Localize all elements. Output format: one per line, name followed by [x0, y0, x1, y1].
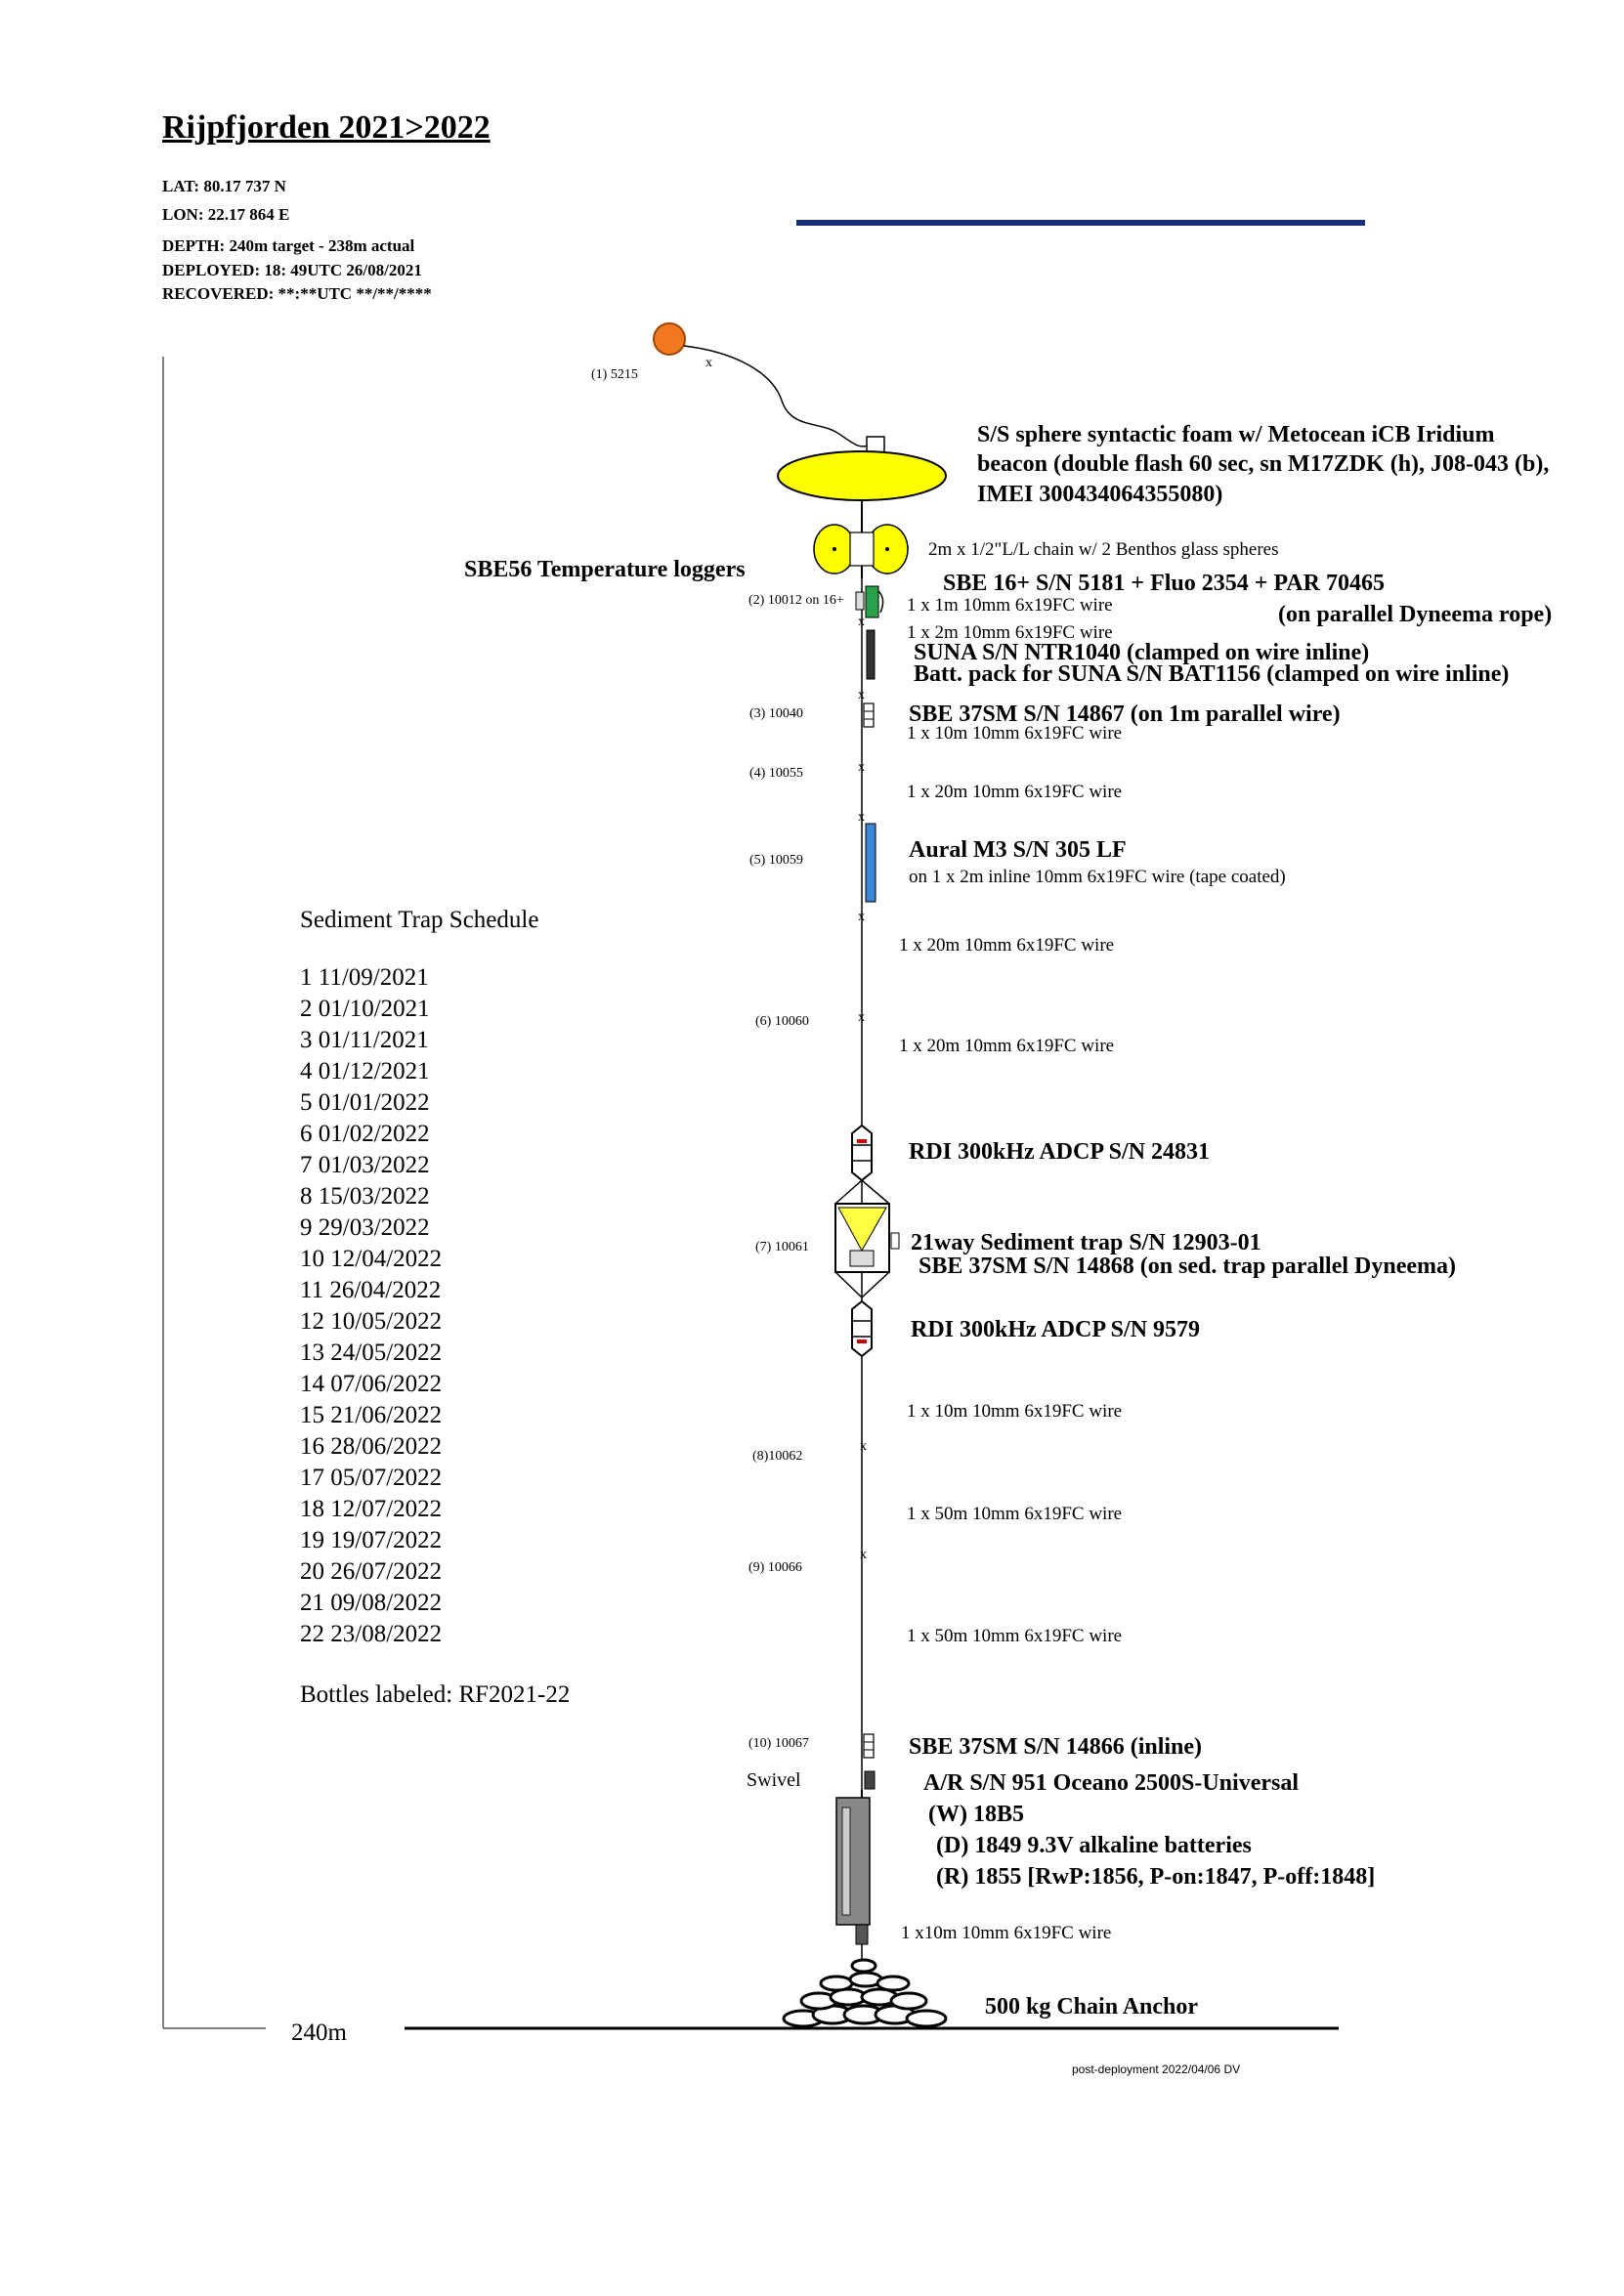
sbe16-label: SBE 16+ S/N 5181 + Fluo 2354 + PAR 70465 [943, 571, 1385, 596]
schedule-item: 5 01/01/2022 [300, 1089, 430, 1116]
adcp-9579-label: RDI 300kHz ADCP S/N 9579 [911, 1317, 1201, 1342]
schedule-item: 16 28/06/2022 [300, 1433, 443, 1460]
suna-icon [866, 629, 876, 680]
swivel-label: Swivel [747, 1769, 801, 1791]
schedule-item: 21 09/08/2022 [300, 1590, 443, 1616]
schedule-item: 3 01/11/2021 [300, 1027, 429, 1053]
schedule-item: 11 26/04/2022 [300, 1277, 442, 1303]
sbe37-14866-label: SBE 37SM S/N 14866 (inline) [909, 1734, 1203, 1760]
schedule-item: 17 05/07/2022 [300, 1465, 443, 1491]
wire-50m-label-a: 1 x 50m 10mm 6x19FC wire [907, 1504, 1123, 1524]
schedule-item: 20 26/07/2022 [300, 1558, 443, 1585]
sbe56-label: SBE56 Temperature loggers [464, 557, 746, 582]
syntactic-foam-sphere-icon [777, 450, 947, 501]
footer-note: post-deployment 2022/04/06 DV [1072, 2062, 1241, 2076]
sbe16-icon [865, 585, 879, 618]
sbe37-14867-label: SBE 37SM S/N 14867 (on 1m parallel wire) [909, 702, 1341, 727]
adcp-24831-icon [851, 1124, 873, 1182]
tag-5: (5) 10059 [749, 853, 803, 868]
schedule-item: 2 01/10/2021 [300, 996, 430, 1022]
schedule-item: 7 01/03/2022 [300, 1152, 430, 1178]
acoustic-release-icon [835, 1790, 871, 1945]
wire-10m-label-a: 1 x 10m 10mm 6x19FC wire [907, 723, 1123, 744]
adcp-9579-icon [851, 1299, 873, 1358]
sbe37-14868-label: SBE 37SM S/N 14868 (on sed. trap paralle… [919, 1254, 1457, 1279]
wire-50m-label-b: 1 x 50m 10mm 6x19FC wire [907, 1626, 1123, 1646]
wire-20m-label-a: 1 x 20m 10mm 6x19FC wire [907, 782, 1123, 802]
schedule-item: 4 01/12/2021 [300, 1058, 430, 1084]
wire-mark: x [858, 615, 865, 629]
schedule-title: Sediment Trap Schedule [300, 907, 539, 933]
suna-label: SUNA S/N NTR1040 (clamped on wire inline… [914, 640, 1370, 665]
dyneema-label: (on parallel Dyneema rope) [1278, 602, 1553, 627]
tag-7: (7) 10061 [755, 1240, 809, 1254]
schedule-item: 15 21/06/2022 [300, 1402, 443, 1428]
schedule-item: 22 23/08/2022 [300, 1621, 443, 1647]
wire-1m-label: 1 x 1m 10mm 6x19FC wire [907, 595, 1113, 616]
sbe37-14866-icon [863, 1733, 875, 1759]
beacon-tether [683, 345, 871, 447]
wire-mark: x [858, 810, 865, 825]
schedule-item: 8 15/03/2022 [300, 1183, 430, 1210]
chain-label: 2m x 1/2"L/L chain w/ 2 Benthos glass sp… [928, 539, 1279, 560]
tag-8: (8)10062 [752, 1449, 803, 1464]
deployed-info: DEPLOYED: 18: 49UTC 26/08/2021 [162, 261, 422, 279]
sphere-label-line2: beacon (double flash 60 sec, sn M17ZDK (… [977, 451, 1550, 477]
schedule-item: 10 12/04/2022 [300, 1246, 443, 1272]
longitude: LON: 22.17 864 E [162, 205, 290, 224]
wire-mark: x [705, 356, 712, 370]
recovered-info: RECOVERED: **:**UTC **/**/**** [162, 284, 432, 303]
depth-240m-label: 240m [291, 2020, 347, 2046]
tag-2: (2) 10012 on 16+ [748, 593, 844, 608]
schedule-item: 14 07/06/2022 [300, 1371, 443, 1397]
tag-1: (1) 5215 [591, 367, 638, 382]
tag-3: (3) 10040 [749, 706, 803, 721]
acoustic-release-label-3: (D) 1849 9.3V alkaline batteries [936, 1833, 1252, 1858]
schedule-item: 13 24/05/2022 [300, 1339, 443, 1366]
sediment-trap-icon [834, 1179, 900, 1298]
chain-anchor-icon [782, 1958, 948, 2028]
batt-label: Batt. pack for SUNA S/N BAT1156 (clamped… [914, 661, 1510, 687]
wire-20m-label-c: 1 x 20m 10mm 6x19FC wire [899, 1036, 1115, 1056]
sediment-trap-label: 21way Sediment trap S/N 12903-01 [911, 1230, 1261, 1255]
wire-mark: x [858, 688, 865, 702]
wire-2m-label: 1 x 2m 10mm 6x19FC wire [907, 622, 1113, 643]
depth-info: DEPTH: 240m target - 238m actual [162, 236, 415, 255]
wire-10m-label-b: 1 x 10m 10mm 6x19FC wire [907, 1401, 1123, 1422]
schedule-item: 9 29/03/2022 [300, 1214, 430, 1241]
acoustic-release-label-4: (R) 1855 [RwP:1856, P-on:1847, P-off:184… [936, 1864, 1376, 1890]
bottles-label: Bottles labeled: RF2021-22 [300, 1681, 571, 1708]
aural-sub-label: on 1 x 2m inline 10mm 6x19FC wire (tape … [909, 867, 1286, 887]
wire-mark: x [858, 910, 865, 924]
acoustic-release-label-1: A/R S/N 951 Oceano 2500S-Universal [923, 1770, 1299, 1796]
beacon-float-icon [653, 322, 686, 356]
wire-mark: x [860, 1548, 867, 1562]
acoustic-release-label-2: (W) 18B5 [928, 1802, 1024, 1827]
tag-6: (6) 10060 [755, 1014, 809, 1029]
aural-hydrophone-icon [865, 823, 876, 903]
schedule-item: 12 10/05/2022 [300, 1308, 443, 1335]
schedule-item: 6 01/02/2022 [300, 1121, 430, 1147]
tag-4: (4) 10055 [749, 766, 803, 781]
schedule-item: 19 19/07/2022 [300, 1527, 443, 1553]
schedule-item: 1 11/09/2021 [300, 964, 429, 991]
sphere-label-line3: IMEI 300434064355080) [977, 482, 1223, 507]
anchor-label: 500 kg Chain Anchor [985, 1994, 1199, 2020]
swivel-icon [864, 1770, 876, 1790]
tag-10: (10) 10067 [748, 1736, 809, 1751]
sbe37-14867-icon [863, 702, 875, 728]
sphere-label-line1: S/S sphere syntactic foam w/ Metocean iC… [977, 422, 1495, 447]
adcp-24831-label: RDI 300kHz ADCP S/N 24831 [909, 1139, 1211, 1165]
wire-20m-label-b: 1 x 20m 10mm 6x19FC wire [899, 935, 1115, 956]
wire-mark: x [860, 1439, 867, 1454]
latitude: LAT: 80.17 737 N [162, 177, 286, 195]
aural-label: Aural M3 S/N 305 LF [909, 837, 1127, 863]
wire-mark: x [858, 1010, 865, 1025]
schedule-item: 18 12/07/2022 [300, 1496, 443, 1522]
wire-mark: x [858, 760, 865, 775]
wire-10m-label-c: 1 x10m 10mm 6x19FC wire [901, 1923, 1112, 1943]
page-title: Rijpfjorden 2021>2022 [162, 109, 491, 146]
tag-9: (9) 10066 [748, 1560, 802, 1575]
